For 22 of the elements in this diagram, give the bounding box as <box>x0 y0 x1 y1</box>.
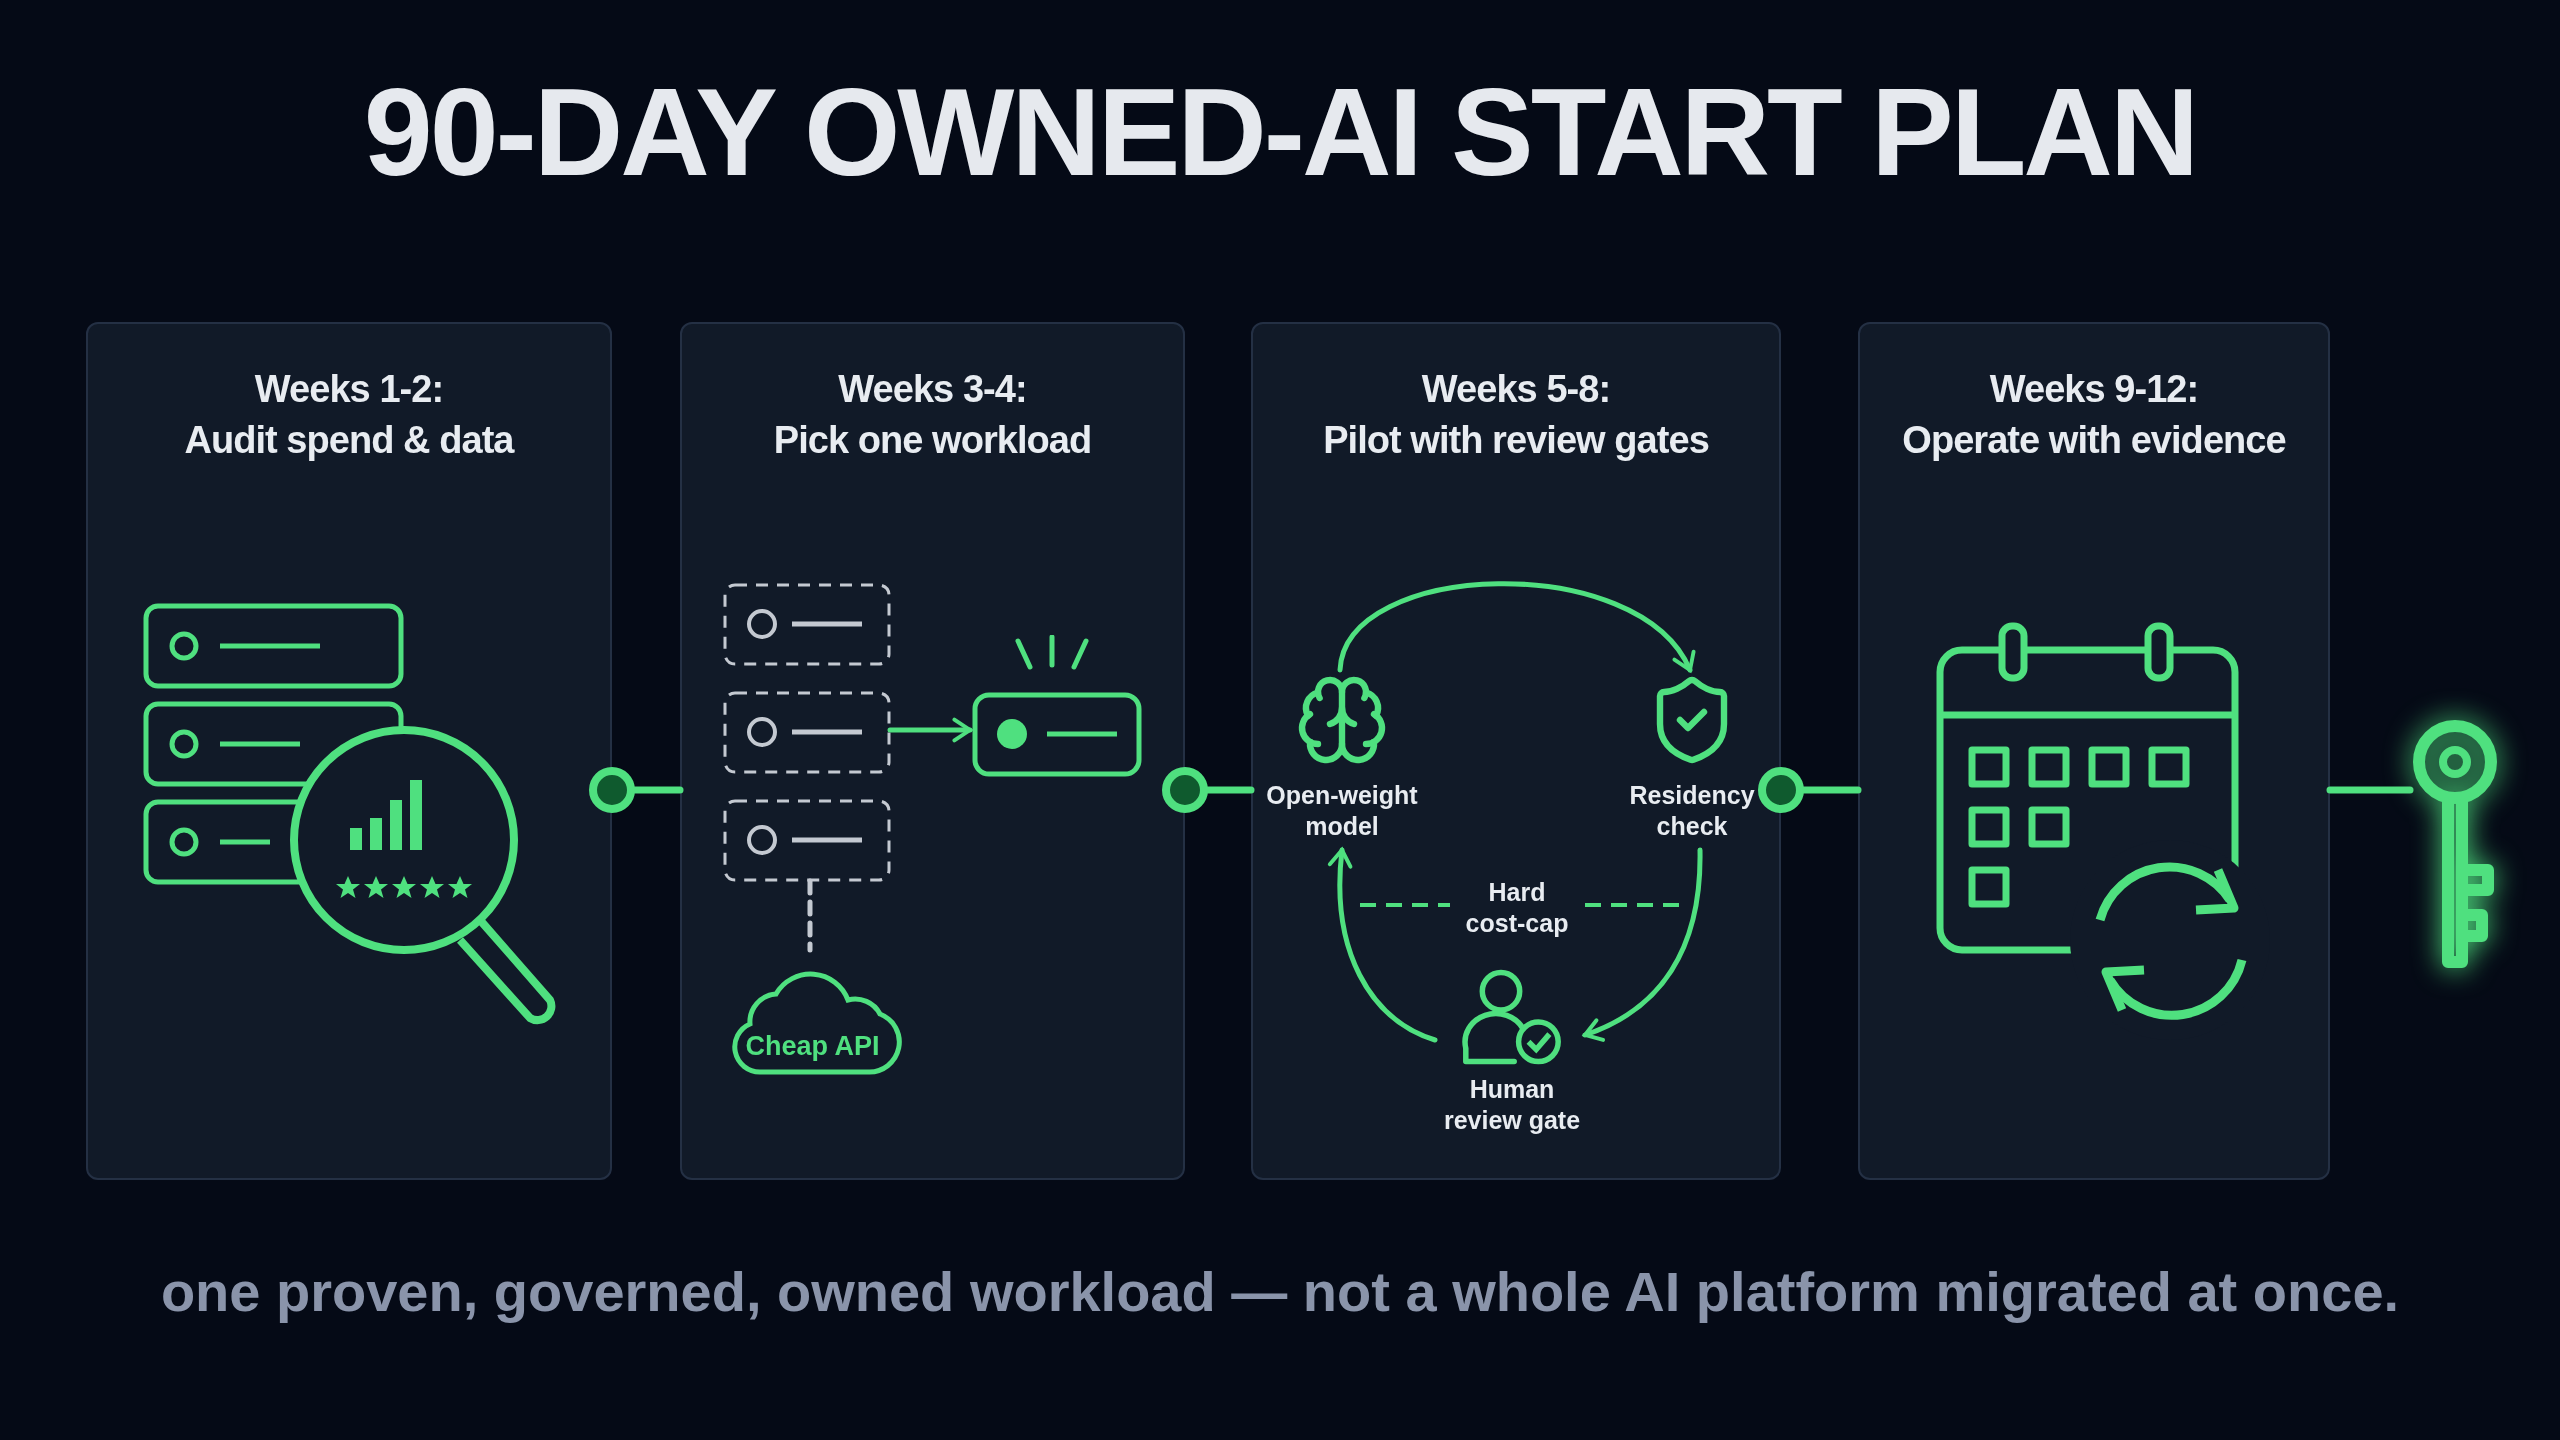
phase-card <box>1251 322 1781 1180</box>
phase-title: Pilot with review gates <box>1323 418 1709 464</box>
step-label: Human review gate <box>1442 1074 1582 1137</box>
phase-title: Pick one workload <box>773 418 1092 464</box>
phase-weeks: Weeks 5-8: <box>1421 367 1611 412</box>
connector-arrow <box>1328 847 1438 1043</box>
connector-arrow <box>1337 581 1693 673</box>
phase-weeks: Weeks 9-12: <box>1989 367 2199 412</box>
caption: one proven, governed, owned workload — not a whole AI platform migrated at once. <box>159 1259 2401 1325</box>
cost-cap-label: Hard cost-cap <box>1464 877 1570 940</box>
dashed-connector <box>807 878 813 953</box>
phase-card <box>680 322 1185 1180</box>
phase-weeks: Weeks 1-2: <box>254 367 444 412</box>
connector-arrow <box>887 717 973 743</box>
connector-arrow <box>1582 847 1703 1041</box>
phase-weeks: Weeks 3-4: <box>838 367 1027 412</box>
step-label: Open-weight model <box>1265 780 1419 843</box>
step-label: Residency check <box>1628 780 1756 843</box>
title: 90-DAY OWNED-AI START PLAN <box>362 70 2198 194</box>
phase-title: Audit spend & data <box>184 418 514 464</box>
cloud-label: Cheap API <box>744 1030 881 1063</box>
phase-title: Operate with evidence <box>1902 418 2286 464</box>
